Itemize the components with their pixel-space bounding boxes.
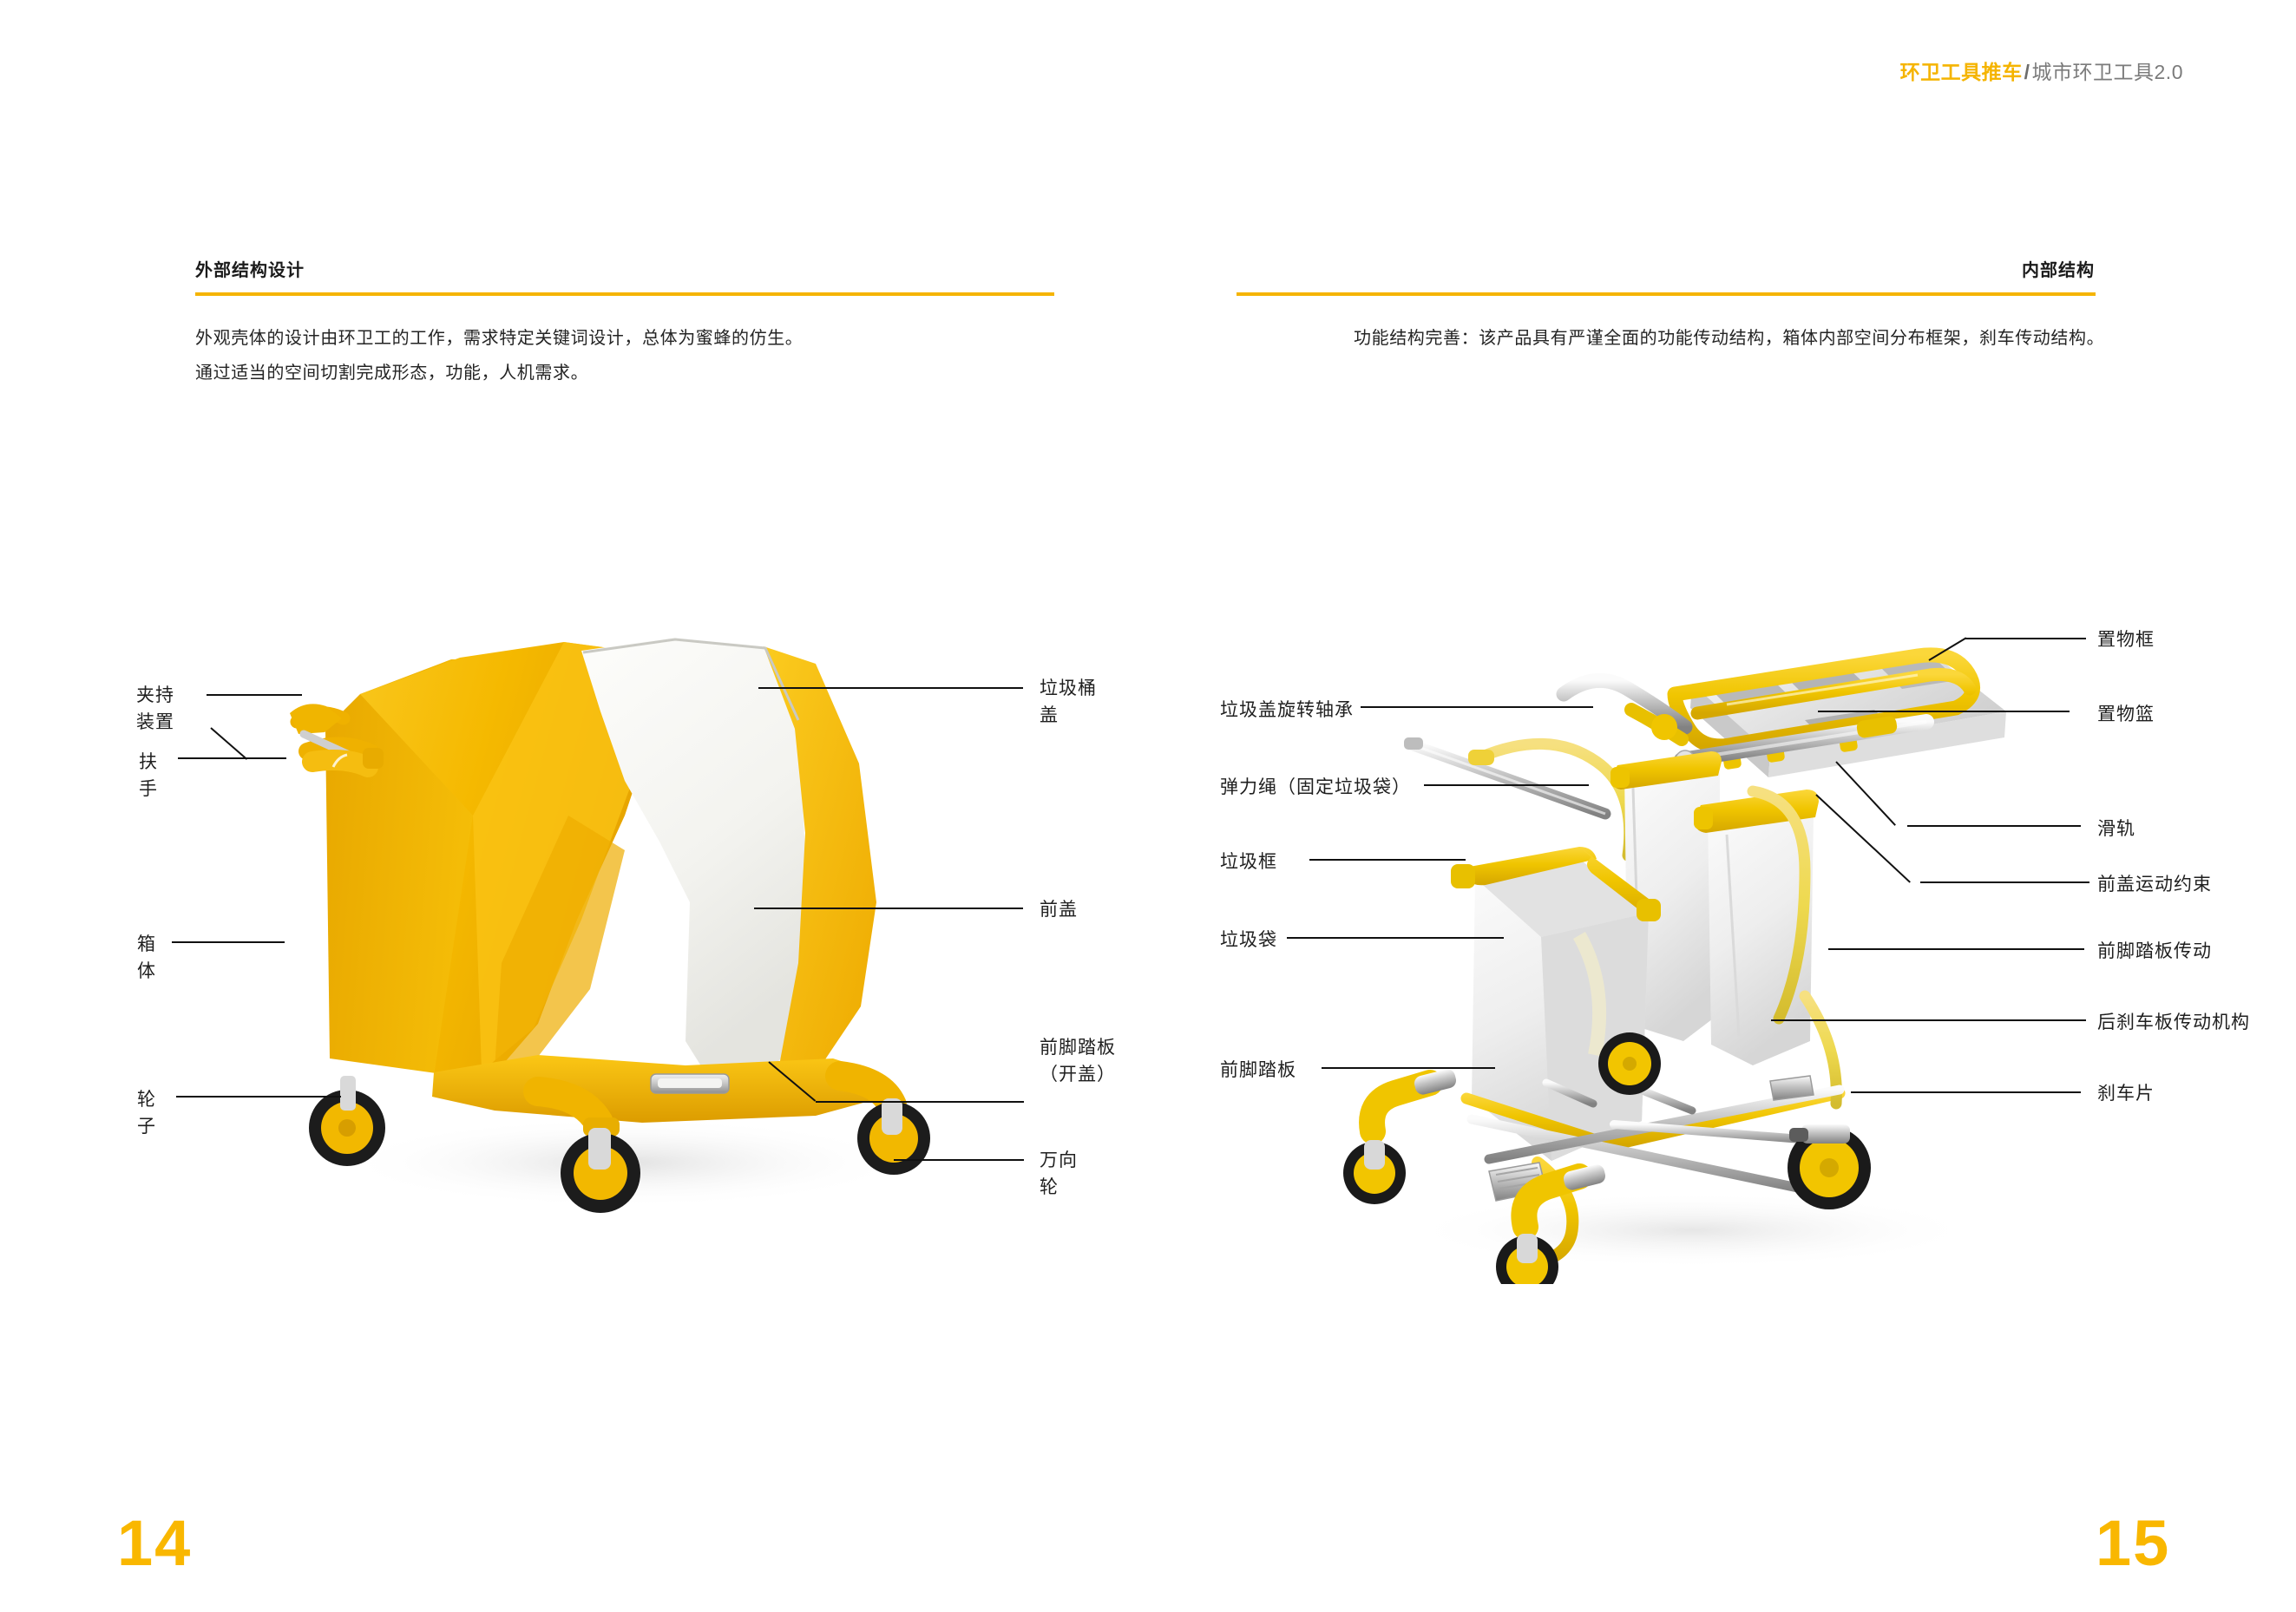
body-copy-left: 外观壳体的设计由环卫工的工作，需求特定关键词设计，总体为蜜蜂的仿生。 通过适当的… [195, 321, 803, 390]
bin-inner-bag [1572, 932, 1607, 1057]
section-rule-left [195, 292, 1054, 296]
leader-box-body [172, 941, 285, 943]
callout-storage-basket: 置物篮 [2097, 704, 2155, 724]
leader-waste-bag [1287, 937, 1504, 939]
body-line-1-right: 功能结构完善：该产品具有严谨全面的功能传动结构，箱体内部空间分布框架，刹车传动结… [1354, 329, 2105, 348]
leader-lid-rotation-bearing [1361, 706, 1593, 708]
body-line-2: 通过适当的空间切割完成形态，功能，人机需求。 [195, 364, 589, 383]
body-line-1: 外观壳体的设计由环卫工的工作，需求特定关键词设计，总体为蜜蜂的仿生。 [195, 329, 804, 348]
leader-front-pedal [816, 1101, 1024, 1103]
front-lid-white [581, 638, 809, 1083]
bin-clip-right [1637, 899, 1661, 921]
callout-wheel: 轮 子 [137, 1090, 156, 1137]
callout-front-cover: 前盖 [1040, 900, 1078, 920]
elastic-cord-anchor [1468, 750, 1494, 765]
section-rule-right [1237, 292, 2096, 296]
cart-wing-right [764, 646, 876, 1079]
elastic-cord-right [1747, 785, 1811, 1025]
lid-bearing-cap [1404, 737, 1423, 750]
callout-universal-wheel: 万向 轮 [1040, 1150, 1078, 1197]
running-header: 环卫工具推车/城市环卫工具2.0 [1900, 62, 2183, 82]
caster-front-left [1343, 1069, 1457, 1204]
page-right: 内部结构 功能结构完善：该产品具有严谨全面的功能传动结构，箱体内部空间分布框架，… [1148, 0, 2296, 1612]
leader-elastic-cord [1424, 784, 1589, 786]
leader-clamp-device [207, 694, 302, 696]
leader-bin-lid [758, 687, 1023, 689]
pedal-link-rod [1542, 1078, 1597, 1108]
upper-handle-tube-2 [1690, 667, 1977, 720]
callout-rear-brake-mechanism: 后刹车板传动机构 [2097, 1012, 2250, 1032]
leader-wheel [176, 1096, 341, 1098]
storage-tray-assembly [1667, 647, 2006, 777]
leader-slide-rail [1907, 825, 2081, 827]
handle-and-clamp-assembly [290, 704, 384, 777]
page-left: 外部结构设计 外观壳体的设计由环卫工的工作，需求特定关键词设计，总体为蜜蜂的仿生… [117, 261, 1116, 1579]
bag-fold-front [1725, 834, 1741, 1037]
callout-bin-lid: 垃圾桶 盖 [1040, 678, 1097, 725]
bin-clip-left [1451, 864, 1475, 888]
callout-front-pedal-opencover: 前脚踏板 （开盖） [1040, 1038, 1116, 1084]
product-render-internal [1343, 647, 2006, 1284]
callout-clamp-device: 夹持 装置 [136, 685, 174, 732]
product-render-exterior [290, 638, 930, 1213]
section-title-left: 外部结构设计 [195, 261, 305, 280]
bag-frame-rim-front [1694, 790, 1819, 833]
cart-body-facet-lower [495, 816, 625, 1069]
leader-brake-pad [1851, 1091, 2081, 1093]
callout-handle: 扶 手 [139, 752, 158, 799]
callout-brake-pad: 刹车片 [2097, 1084, 2155, 1104]
body-copy-right: 功能结构完善：该产品具有严谨全面的功能传动结构，箱体内部空间分布框架，刹车传动结… [1354, 321, 2104, 356]
leader-front-cover [754, 908, 1023, 909]
slide-rail-end-cap [1856, 716, 1898, 738]
bag-frame-rim-back [1610, 751, 1722, 790]
leader-storage-frame [1965, 638, 2086, 639]
rear-wheel-left [309, 1076, 385, 1166]
running-header-subtitle: 城市环卫工具2.0 [2031, 61, 2183, 83]
callout-slide-rail: 滑轨 [2097, 819, 2135, 839]
bag-frame-clip-back [1610, 767, 1630, 788]
running-header-title: 环卫工具推车 [1899, 61, 2023, 83]
storage-frame-front [1768, 711, 2006, 777]
leader-universal-wheel [894, 1159, 1024, 1161]
page-number-right: 15 [2096, 1507, 2171, 1579]
leader-front-foot-pedal [1322, 1067, 1495, 1069]
leader-rear-brake-mechanism [1771, 1019, 2086, 1021]
waste-bin-inner [1475, 859, 1649, 937]
tube-highlight-1 [1726, 673, 1919, 706]
callout-waste-bag: 垃圾袋 [1220, 930, 1277, 950]
leader-handle-diagonal [210, 727, 248, 760]
caster-wheel-center [523, 1077, 640, 1213]
leader-front-cover-constraint [1920, 881, 2089, 883]
ground-shadow-internal [1406, 1192, 1978, 1268]
leader-storage-basket [1818, 711, 2070, 712]
waste-bag-back [1624, 760, 1720, 1041]
callout-lid-rotation-bearing: 垃圾盖旋转轴承 [1220, 700, 1354, 720]
lid-top-rim [582, 638, 800, 721]
running-header-separator: / [2024, 61, 2030, 83]
rear-brake-plate [1769, 1075, 1814, 1101]
callout-waste-frame: 垃圾框 [1220, 852, 1277, 872]
callout-front-pedal-drive: 前脚踏板传动 [2097, 941, 2212, 961]
bin-rim-left [1465, 847, 1597, 886]
page-number-left: 14 [117, 1507, 193, 1579]
rear-wheel-large [1788, 1124, 1871, 1209]
callout-box-body: 箱 体 [137, 934, 156, 981]
handle-pivot-knob [1651, 714, 1677, 740]
callout-storage-frame: 置物框 [2097, 630, 2155, 650]
bag-frame-clip-front [1694, 807, 1713, 829]
section-title-right: 内部结构 [2022, 261, 2095, 280]
waste-bin-assembly [1451, 847, 1661, 1161]
leader-handle [178, 757, 286, 759]
leader-front-pedal-drive [1828, 948, 2084, 950]
brake-pad [1789, 1128, 1808, 1142]
leader-waste-frame [1309, 859, 1466, 861]
rear-wheel-small [1598, 1032, 1661, 1095]
front-foot-pedal-face [658, 1078, 722, 1088]
callout-front-cover-constraint: 前盖运动约束 [2097, 875, 2212, 894]
caster-front-center [1496, 1163, 1606, 1284]
lid-bar-highlight [1410, 743, 1606, 816]
callout-elastic-cord: 弹力绳（固定垃圾袋） [1220, 777, 1411, 797]
callout-front-foot-pedal: 前脚踏板 [1220, 1060, 1296, 1080]
cross-rod-1 [1466, 1114, 1815, 1196]
